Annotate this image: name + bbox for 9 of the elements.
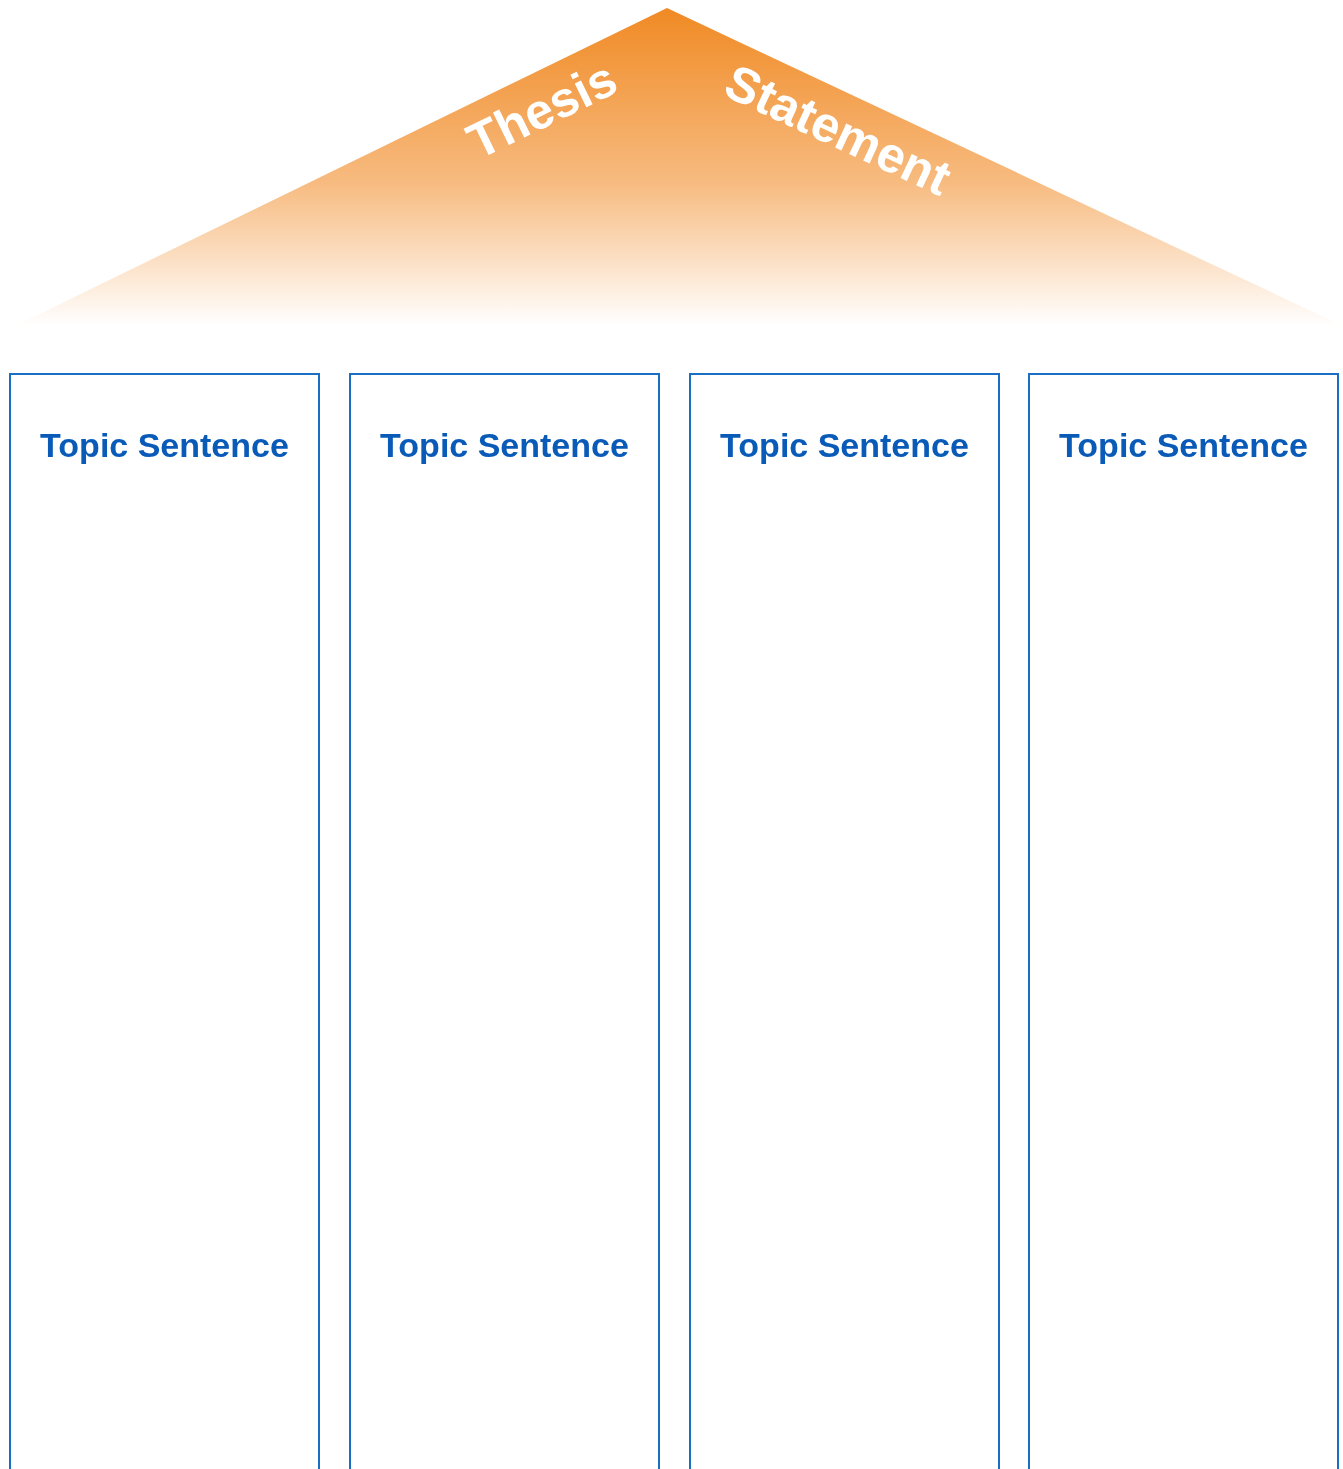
column-heading: Topic Sentence — [1058, 427, 1309, 465]
column-heading: Topic Sentence — [379, 427, 630, 465]
column-heading: Topic Sentence — [719, 427, 970, 465]
column-heading: Topic Sentence — [39, 427, 290, 465]
column-box — [689, 373, 1000, 1469]
column-box — [349, 373, 660, 1469]
column-box — [9, 373, 320, 1469]
column-box — [1028, 373, 1339, 1469]
roof-title-text: Thesis — [459, 52, 625, 168]
